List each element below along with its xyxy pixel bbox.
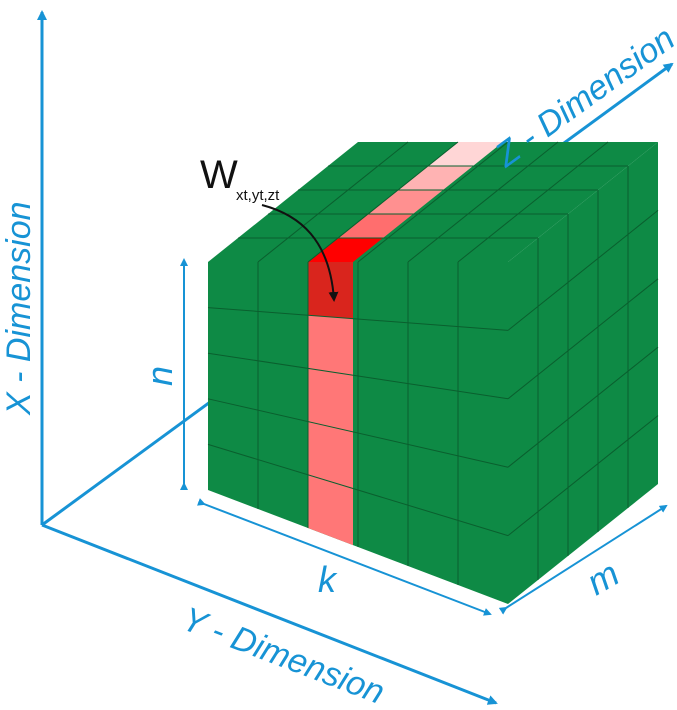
- front-grid-horizontal: [207, 307, 509, 331]
- highlight-top-cell: [308, 238, 383, 262]
- highlight-top-cell: [368, 190, 443, 214]
- y-axis-label: Y - Dimension: [177, 600, 389, 710]
- element-subscript: xt,yt,zt: [236, 187, 280, 204]
- dimension-markers: [180, 258, 668, 616]
- side-grid-line: [507, 210, 659, 331]
- top-grid-line: [307, 141, 459, 263]
- element-pointer-arrow: [261, 204, 339, 302]
- x-axis-label: X - Dimension: [0, 201, 38, 416]
- highlight-top-cell: [398, 166, 473, 190]
- top-grid-line: [357, 141, 509, 263]
- k-dimension-arrow: [196, 498, 492, 616]
- m-label: m: [580, 552, 626, 603]
- cube-side-face: [508, 142, 658, 604]
- highlight-front-column: [308, 262, 353, 546]
- side-grid-line: [507, 278, 659, 400]
- k-label: k: [318, 559, 338, 600]
- selected-cell-front: [308, 262, 353, 319]
- side-grid-line: [507, 346, 659, 468]
- tensor-cube: [207, 141, 659, 604]
- front-grid-horizontal: [207, 352, 509, 400]
- front-grid-horizontal: [207, 398, 509, 468]
- n-label: n: [139, 366, 180, 386]
- element-label: W: [200, 153, 238, 197]
- highlight-top-cell: [428, 142, 503, 166]
- highlight-top-cell: [338, 214, 413, 238]
- top-grid-line: [457, 141, 609, 263]
- m-dimension-arrow: [498, 504, 668, 615]
- top-grid-line: [407, 141, 559, 263]
- top-grid-line: [257, 141, 409, 263]
